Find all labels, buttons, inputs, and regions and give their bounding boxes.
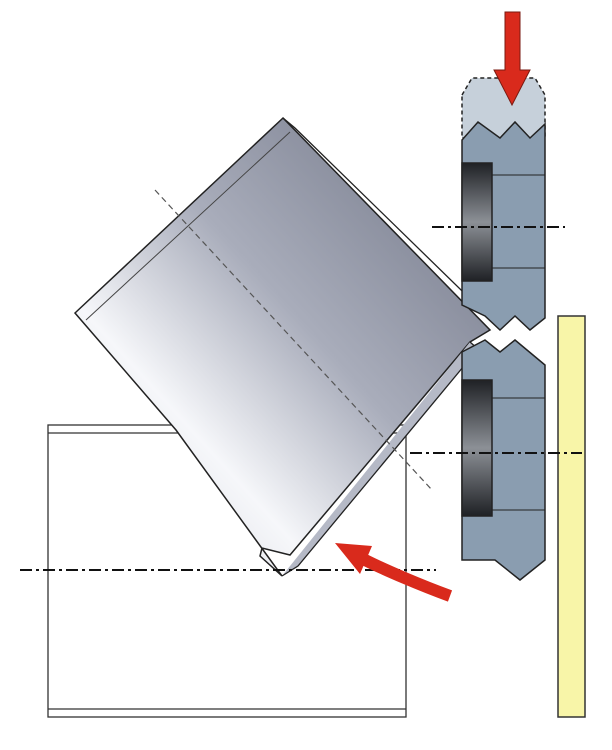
curved-arrow-icon <box>335 543 453 602</box>
guide-bar <box>557 315 586 718</box>
upper-roller <box>461 77 546 332</box>
down-arrow-icon <box>493 11 531 107</box>
cylinder-workpiece <box>73 116 499 577</box>
center-lines <box>20 226 582 571</box>
cylinder-axis <box>154 189 433 491</box>
lower-roller <box>461 339 546 581</box>
